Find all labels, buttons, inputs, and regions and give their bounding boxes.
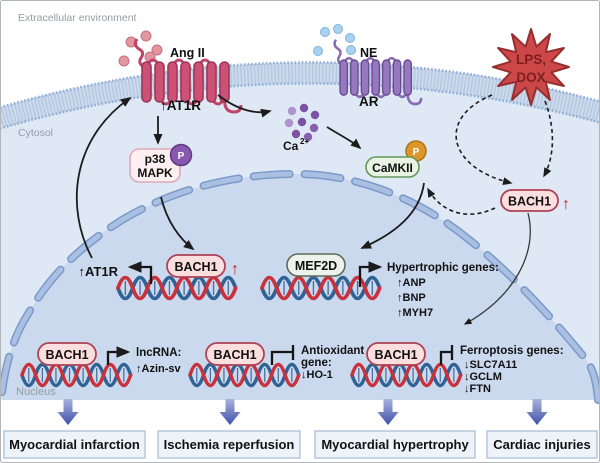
gene-ftn: ↓FTN <box>464 383 491 395</box>
gene-anp: ↑ANP <box>397 277 426 289</box>
at1r-gene-label: ↑AT1R <box>79 264 119 279</box>
bach1-label: BACH1 <box>174 260 217 274</box>
transcription-arrow-lncrna <box>106 346 131 365</box>
nuclear-envelope <box>0 169 600 404</box>
mapk-label: MAPK <box>137 166 173 180</box>
bach1-up-arrow: ↑ <box>562 196 570 213</box>
nucleus-label: Nucleus <box>16 386 56 398</box>
phospho-p-label: P <box>413 147 420 158</box>
calcium-ions: Ca 2+ <box>283 103 320 153</box>
extracellular-label: Extracellular environment <box>18 12 137 24</box>
arrow-calcium-to-camkii <box>326 126 362 150</box>
arrow-camkii-to-mef2d <box>360 182 425 249</box>
at1r-membrane-label: ↑AT1R <box>160 98 201 113</box>
ne-ligands <box>313 24 356 56</box>
cytosol-label: Cytosol <box>18 127 53 139</box>
arrow-bach1-to-nucleus <box>463 212 531 325</box>
hypertrophic-genes-title: Hypertrophic genes: <box>387 262 499 274</box>
ar-label: AR <box>359 94 379 109</box>
bach1-on-lncrna-gene: BACH1 <box>37 342 97 366</box>
gene-ho1: ↓HO-1 <box>301 369 333 381</box>
dox-label: DOX <box>516 70 545 85</box>
gene-myh7: ↑MYH7 <box>397 307 433 319</box>
bach1-label: BACH1 <box>45 348 88 362</box>
outcome-boxes: Myocardial infarction Ischemia reperfusi… <box>3 430 598 459</box>
ferroptosis-title: Ferroptosis genes: <box>460 345 564 357</box>
transcription-arrow-at1r <box>127 261 153 284</box>
calcium-label: Ca <box>283 139 299 153</box>
dashed-arrow-bach1-to-camkii <box>427 187 496 216</box>
bach1-label: BACH1 <box>508 195 551 209</box>
gene-slc7a11: ↓SLC7A11 <box>464 359 517 371</box>
outcome-myocardial-infarction: Myocardial infarction <box>9 437 140 452</box>
arrow-p38-to-bach1gene <box>160 196 195 251</box>
phospho-icon <box>169 143 193 167</box>
arrow-at1r-to-calcium <box>217 94 272 118</box>
inhibition-line-antioxidant <box>270 350 292 365</box>
bach1-on-at1r-gene: BACH1 ↑ <box>166 254 239 278</box>
gene-bnp: ↑BNP <box>397 292 426 304</box>
p38-mapk-protein: p38 MAPK P <box>129 143 193 183</box>
phospho-p-label: P <box>178 151 185 162</box>
outcome-myocardial-hypertrophy: Myocardial hypertrophy <box>321 437 469 452</box>
mef2d-label: MEF2D <box>295 259 337 273</box>
camkii-protein: P CaMKII <box>365 140 427 178</box>
outcome-cardiac-injuries: Cardiac injuries <box>493 437 591 452</box>
antioxidant-title-1: Antioxidant <box>301 345 364 357</box>
inhibition-line-ferroptosis <box>439 350 451 365</box>
bach1-up-arrow: ↑ <box>231 261 239 278</box>
outcome-ischemia-reperfusion: Ischemia reperfusion <box>164 437 295 452</box>
bach1-cytosol-protein: BACH1 ↑ <box>500 189 570 213</box>
calcium-charge-label: 2+ <box>300 137 309 146</box>
p38-label: p38 <box>145 152 166 166</box>
bach1-label: BACH1 <box>213 348 256 362</box>
arrow-at1rgene-to-membrane <box>75 96 132 259</box>
gene-gclm: ↓GCLM <box>464 371 502 383</box>
antioxidant-title-2: gene: <box>301 357 332 369</box>
stress-starburst-icon: LPS, DOX <box>492 28 570 106</box>
bach1-on-antioxidant-gene: BACH1 <box>205 342 265 366</box>
camkii-label: CaMKII <box>372 161 413 175</box>
dashed-arrow-stress-to-bach1-right <box>543 100 554 178</box>
ang2-label: Ang II <box>170 46 205 60</box>
lncrna-title: lncRNA: <box>136 347 181 359</box>
ne-label: NE <box>360 46 377 60</box>
bach1-label: BACH1 <box>374 348 417 362</box>
mef2d-on-gene: MEF2D <box>286 253 346 277</box>
bach1-on-ferroptosis-gene: BACH1 <box>366 342 426 366</box>
lps-label: LPS, <box>516 52 546 67</box>
nucleus-region <box>2 174 598 400</box>
transcription-arrow-hypertrophic <box>358 261 383 287</box>
gene-azin-sv: ↑Azin-sv <box>136 363 182 375</box>
